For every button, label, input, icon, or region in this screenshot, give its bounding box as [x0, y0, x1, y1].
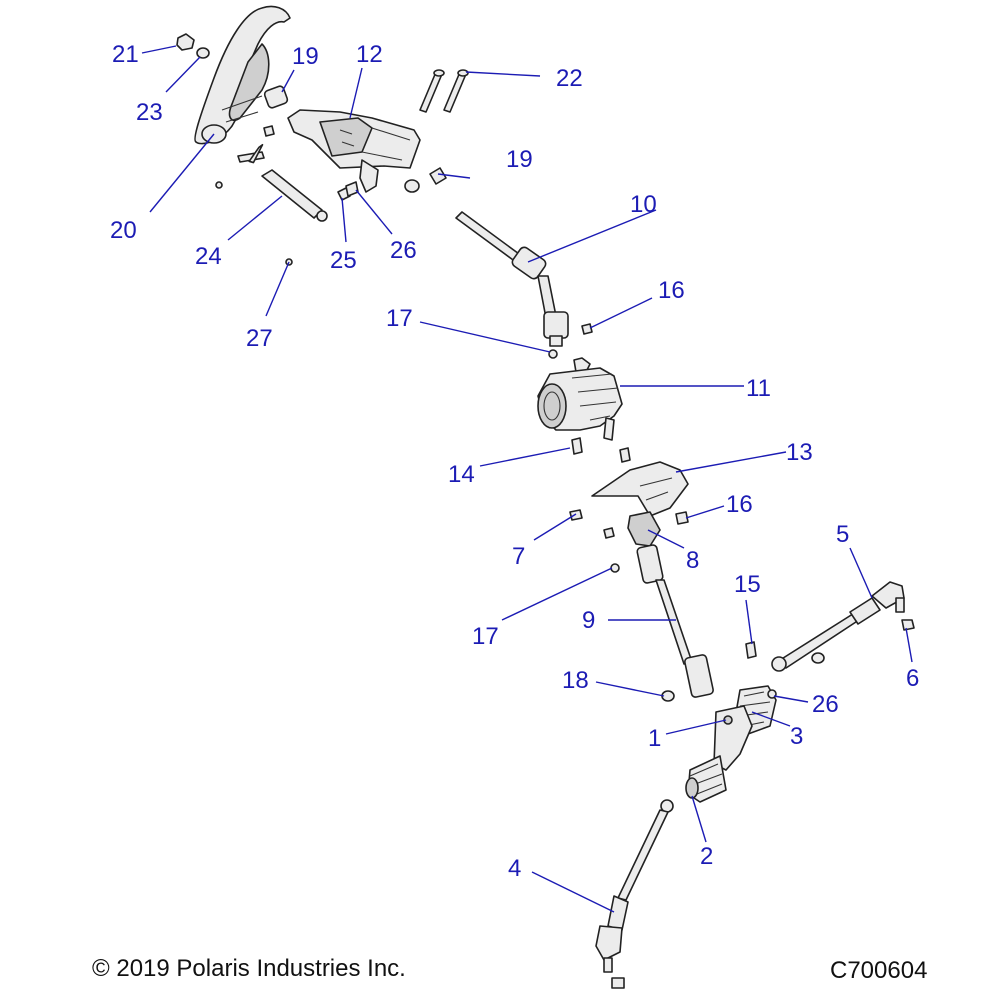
callout-18: 18 — [562, 667, 589, 694]
callout-1: 1 — [648, 725, 661, 752]
wheel-nut — [196, 47, 210, 59]
callout-14: 14 — [448, 461, 475, 488]
bushing-mid — [429, 167, 447, 185]
callout-21: 21 — [112, 41, 139, 68]
callout-16-upper: 16 — [658, 277, 685, 304]
bolt-below-eps — [619, 447, 631, 463]
upper-steering-shaft — [455, 211, 569, 347]
callout-17-upper: 17 — [386, 305, 413, 332]
callout-19-upper: 19 — [292, 43, 319, 70]
bolt-14 — [571, 437, 583, 455]
callout-labels: 21 19 12 23 22 19 10 20 24 25 26 27 16 1… — [110, 41, 919, 882]
intermediate-shaft — [636, 544, 714, 698]
mounting-bracket — [591, 461, 689, 517]
steering-wheel — [194, 5, 291, 145]
bolt-16-lower — [675, 511, 689, 525]
tie-rod-right — [771, 581, 905, 672]
tie-rod-left — [595, 799, 674, 973]
callout-19-mid: 19 — [506, 146, 533, 173]
callout-10: 10 — [630, 191, 657, 218]
callout-12: 12 — [356, 41, 383, 68]
callout-13: 13 — [786, 439, 813, 466]
bolt-15 — [745, 641, 757, 659]
callout-8: 8 — [686, 547, 699, 574]
small-bolt-a — [263, 125, 275, 137]
callout-26-upper: 26 — [390, 237, 417, 264]
steering-rack — [685, 685, 777, 803]
bracket-bushing — [404, 179, 420, 193]
callout-11: 11 — [746, 375, 771, 402]
bolt-long-a — [419, 69, 445, 113]
power-steering-unit — [537, 357, 623, 441]
horn-cap — [176, 33, 195, 51]
bolt-26-upper — [345, 181, 359, 197]
bolt-long-b — [443, 69, 469, 113]
nut-small-right — [811, 652, 825, 664]
small-pin-a — [215, 181, 223, 189]
nut-bottom — [611, 977, 625, 989]
copyright-notice: © 2019 Polaris Industries Inc. — [92, 955, 406, 982]
steering-boot — [627, 511, 661, 547]
callout-7: 7 — [512, 543, 525, 570]
callout-25: 25 — [330, 247, 357, 274]
nut-17-upper — [548, 349, 558, 359]
drawing-id: C700604 — [830, 957, 927, 984]
callout-22: 22 — [556, 65, 583, 92]
callout-9: 9 — [582, 607, 595, 634]
bolt-small-center — [603, 527, 615, 539]
callout-2: 2 — [700, 843, 713, 870]
bolt-7 — [569, 509, 583, 521]
callout-24: 24 — [195, 243, 222, 270]
nut-17-lower — [610, 563, 620, 573]
callout-16-lower: 16 — [726, 491, 753, 518]
gas-strut — [237, 143, 328, 222]
callout-26-lower: 26 — [812, 691, 839, 718]
nut-6 — [901, 619, 915, 631]
callout-27: 27 — [246, 325, 273, 352]
callout-5: 5 — [836, 521, 849, 548]
leader-lines — [141, 45, 913, 913]
bushing-upper — [263, 85, 289, 109]
callout-15: 15 — [734, 571, 761, 598]
callout-6: 6 — [906, 665, 919, 692]
callout-23: 23 — [136, 99, 163, 126]
column-bracket — [287, 109, 421, 193]
callout-4: 4 — [508, 855, 521, 882]
callout-3: 3 — [790, 723, 803, 750]
callout-20: 20 — [110, 217, 137, 244]
bolt-16-upper — [581, 323, 593, 335]
callout-17-lower: 17 — [472, 623, 499, 650]
